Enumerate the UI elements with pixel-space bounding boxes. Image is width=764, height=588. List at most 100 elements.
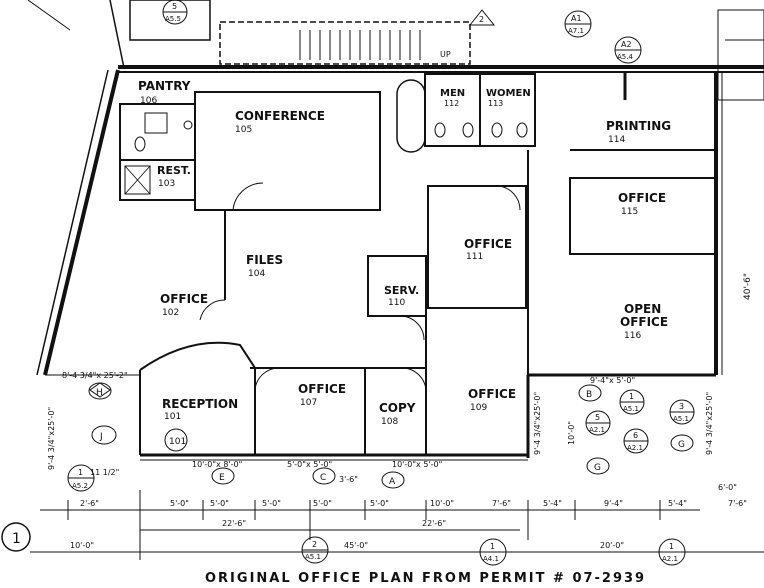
note-9-4-x-5: 9'-4"x 5'-0" [590,376,635,385]
svg-text:1: 1 [669,542,674,551]
room-num-office-102: 102 [162,308,179,318]
room-name-serv: SERV. [384,284,419,297]
dim-5-0-b: 5'-0" [210,499,229,508]
note-10x8: 10'-0"x 8'-0" [192,460,242,469]
dim-22-6-b: 22'-6" [422,519,446,528]
dim-7-6-b: 7'-6" [728,499,747,508]
conference-door-swing [232,182,264,211]
room-name-conference: CONFERENCE [235,109,325,123]
section-mark-6-a21: 6 A2.1 [623,428,649,454]
grid-ticks [67,490,661,560]
room-num-conference: 105 [235,125,252,135]
note-3-6: 3'-6" [339,475,358,484]
note-9-4-right: 9'-4 3/4"x25'-0" [705,392,714,455]
section-mark-1-a41: 1 A4.1 [479,538,507,566]
svg-text:A5.5: A5.5 [165,15,181,23]
exterior-wall-left-outer [36,69,109,376]
dim-7-6-a: 7'-6" [492,499,511,508]
dim-10-0: 10'-0" [430,499,454,508]
dim-5-0-a: 5'-0" [170,499,189,508]
stair-treads [299,30,421,60]
note-8-4-x-25-2: 8'-4 3/4"x 25'-2" [62,371,128,380]
right-adjacent-building [717,9,764,101]
dim-22-6-a: 22'-6" [222,519,246,528]
pantry-fixture [183,120,193,130]
svg-text:A2: A2 [621,40,632,49]
svg-text:6: 6 [633,431,638,440]
room-name-office-109: OFFICE [468,387,516,401]
note-9-4-left: 9'-4 3/4"x25'-0" [47,407,56,470]
room-name-reception: RECEPTION [162,397,238,411]
door-tag-101: 101 [164,428,188,452]
svg-text:E: E [219,473,225,483]
sink-men [462,122,474,138]
window-tag-h: H [88,382,112,400]
note-9-4-mid: 9'-4 3/4"x25'-0" [533,392,542,455]
svg-text:A2.1: A2.1 [662,555,678,563]
svg-text:A1: A1 [571,14,582,23]
room-name-printing: PRINTING [606,119,671,133]
svg-text:A5.1: A5.1 [673,415,689,423]
svg-text:A4.1: A4.1 [483,555,499,563]
dim-5-4-b: 5'-4" [668,499,687,508]
window-tag-j: J [91,425,117,445]
room-name-pantry: PANTRY [138,79,191,93]
shower-diag2 [124,165,151,195]
svg-text:A5.4: A5.4 [617,53,633,61]
svg-text:B: B [586,390,592,400]
room-name-open-office: OFFICE [620,315,668,329]
office-111-door-swing [497,185,521,211]
room-num-office-115: 115 [621,207,638,217]
sheet-number-circle: 1 [1,522,31,552]
room-name-men: MEN [440,88,465,99]
top-left-wall-block [129,0,211,41]
dim-5-0-e: 5'-0" [370,499,389,508]
room-name-women: WOMEN [486,88,531,99]
svg-text:101: 101 [169,437,186,447]
room-num-women: 113 [488,99,503,108]
office-107-door-swing [254,367,280,391]
note-6-0: 6'-0" [718,483,737,492]
section-mark-2-a51: 2 A5.1 [301,536,329,564]
svg-text:A5.1: A5.1 [305,553,321,561]
section-mark-5-a21: 5 A2.1 [585,410,611,436]
pantry-sink [144,112,168,134]
svg-text:5: 5 [172,2,177,11]
note-5x5: 5'-0"x 5'-0" [287,460,332,469]
room-name-copy: COPY [379,401,416,415]
window-tag-a: A [381,471,405,489]
room-num-open-office: 116 [624,331,641,341]
room-name-open: OPEN [624,302,661,316]
top-left-line [27,0,71,31]
room-num-office-109: 109 [470,403,487,413]
window-tag-c: C [312,467,336,485]
files-door-swing [199,299,226,321]
conference-room [194,91,381,211]
svg-text:A2.1: A2.1 [589,426,605,434]
svg-text:A7.1: A7.1 [568,27,584,35]
svg-text:1: 1 [78,468,83,477]
window-tag-e: E [211,467,235,485]
svg-text:A2.1: A2.1 [627,444,643,452]
sink-women [516,122,528,138]
svg-text:5: 5 [595,413,600,422]
room-num-office-107: 107 [300,398,317,408]
svg-text:G: G [678,440,685,450]
room-name-office-115: OFFICE [618,191,666,205]
svg-text:C: C [320,473,326,483]
dim-2-6: 2'-6" [80,499,99,508]
svg-text:J: J [99,432,103,442]
svg-text:G: G [594,463,601,473]
window-tag-g2: G [670,434,694,452]
room-name-files: FILES [246,253,283,267]
serv-door-swing [399,315,425,341]
svg-text:1: 1 [629,392,634,401]
section-mark-a55: 5 A5.5 [162,0,188,25]
toilet-rest [134,136,146,152]
room-name-office-102: OFFICE [160,292,208,306]
dim-45-0: 45'-0" [344,541,368,550]
svg-text:H: H [96,388,103,398]
svg-text:3: 3 [679,402,684,411]
room-num-files: 104 [248,269,265,279]
note-10x5: 10'-0"x 5'-0" [392,460,442,469]
